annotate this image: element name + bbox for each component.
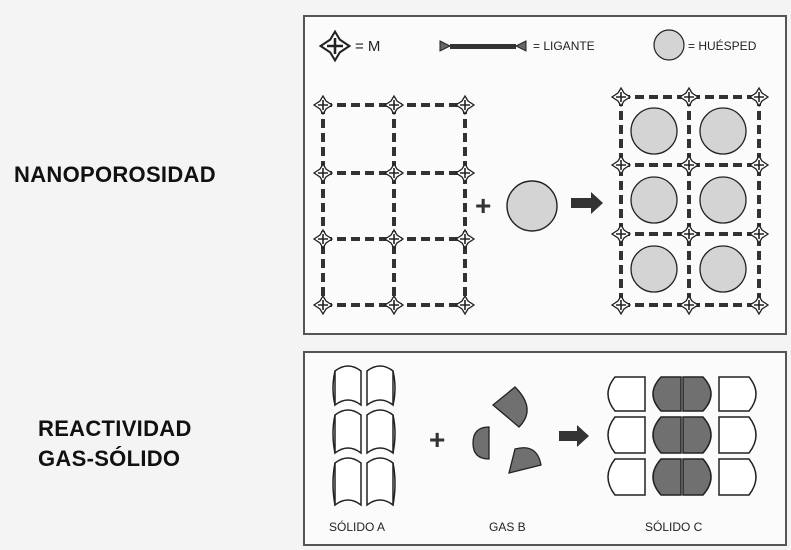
nanoporosity-panel: = M = LIGANTE = HUÉSPED +	[303, 15, 787, 335]
empty-framework	[313, 95, 475, 315]
reactivity-panel: +	[303, 351, 787, 546]
legend-ligand-label: = LIGANTE	[533, 39, 595, 53]
caption-solid-c: SÓLIDO C	[645, 519, 703, 534]
solid-a	[332, 365, 396, 507]
legend-guest-icon	[653, 29, 685, 61]
filled-framework	[611, 87, 769, 315]
reactivity-label: REACTIVIDAD GAS-SÓLIDO	[38, 414, 192, 474]
legend-ligand-icon	[439, 40, 527, 52]
reactivity-diagram: +	[329, 365, 757, 534]
legend-guest-label: = HUÉSPED	[688, 38, 757, 53]
arrow-icon-2	[559, 425, 589, 447]
arrow-icon	[571, 192, 603, 214]
legend-metal-icon	[319, 30, 351, 62]
gas-b	[472, 386, 542, 474]
nanoporosity-label: NANOPOROSIDAD	[14, 162, 216, 187]
guest-molecule	[506, 180, 558, 232]
reactivity-label-line1: REACTIVIDAD	[38, 416, 192, 441]
nanoporosity-diagram: = M = LIGANTE = HUÉSPED +	[313, 29, 769, 315]
plus-sign: +	[475, 190, 491, 221]
reactivity-label-line2: GAS-SÓLIDO	[38, 446, 181, 471]
caption-solid-a: SÓLIDO A	[329, 519, 385, 534]
solid-c	[607, 376, 757, 496]
caption-gas-b: GAS B	[489, 520, 526, 534]
plus-sign-2: +	[429, 424, 445, 455]
legend-metal-label: = M	[355, 38, 380, 55]
